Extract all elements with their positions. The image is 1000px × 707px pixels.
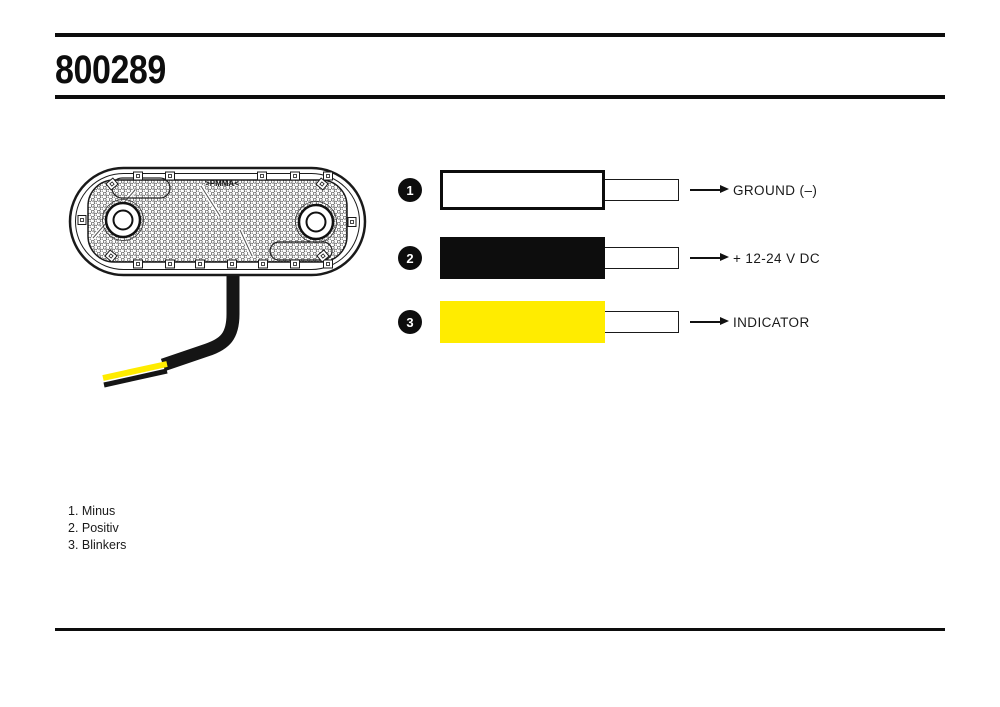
page-title: 800289 [55, 48, 166, 92]
lamp-brand-text: >PMMA< [205, 179, 239, 188]
title-underline-rule [55, 95, 945, 99]
cable-black-wire [103, 368, 168, 388]
lamp-inner-outline [75, 173, 360, 270]
screw-hole-left [102, 199, 144, 241]
legend-item-minus: 1. Minus [68, 504, 116, 518]
top-rule [55, 33, 945, 37]
wire-row-positive: 2 + 12-24 V DC [398, 236, 820, 280]
wire-graphic-black [440, 236, 680, 280]
wire-insulation-white [440, 170, 605, 210]
wire-insulation-black [440, 237, 605, 279]
arrow-right-icon [690, 254, 729, 261]
wire-label: GROUND (–) [733, 182, 818, 198]
cable [160, 268, 240, 372]
reflector-pill-bottom-right [269, 241, 333, 261]
screw-hole-right [295, 201, 337, 243]
lamp-drawing: >PMMA< [68, 166, 367, 388]
legend-item-positiv: 2. Positiv [68, 521, 119, 535]
cable-yellow-wire [102, 361, 168, 381]
wire-number-badge: 3 [398, 310, 422, 334]
wire-graphic-white [440, 168, 680, 212]
footer-rule [55, 628, 945, 631]
wire-number-badge: 2 [398, 246, 422, 270]
wire-row-ground: 1 GROUND (–) [398, 168, 817, 212]
legend-item-blinkers: 3. Blinkers [68, 538, 127, 552]
wire-number-badge: 1 [398, 178, 422, 202]
wire-insulation-yellow [440, 301, 605, 343]
wire-label: + 12-24 V DC [733, 250, 820, 266]
arrow-right-icon [690, 186, 729, 193]
wire-stripped-end [604, 247, 679, 269]
wire-stripped-end [604, 179, 679, 201]
wire-label: INDICATOR [733, 314, 810, 330]
wire-row-indicator: 3 INDICATOR [398, 300, 810, 344]
legend: 1. Minus 2. Positiv 3. Blinkers [68, 503, 126, 554]
arrow-right-icon [690, 318, 729, 325]
wire-graphic-yellow [440, 300, 680, 344]
wire-stripped-end [604, 311, 679, 333]
